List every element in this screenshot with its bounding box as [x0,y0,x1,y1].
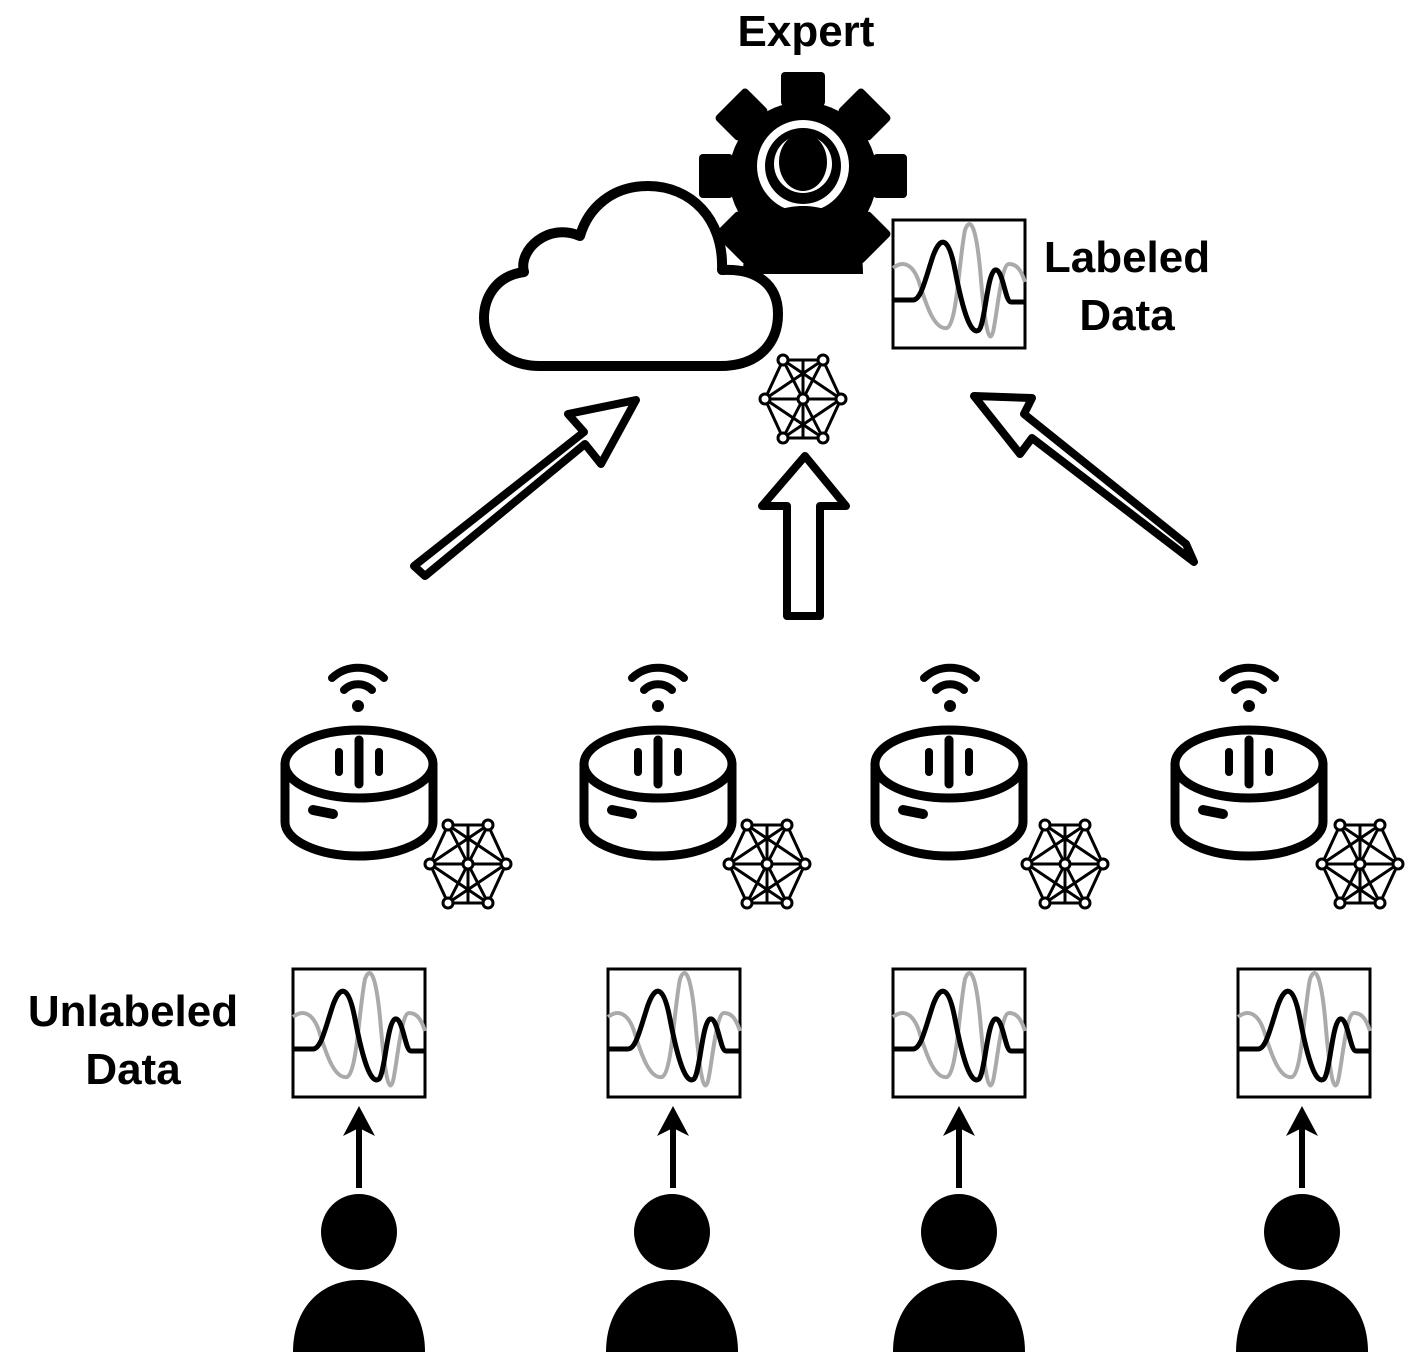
labeled-data-label-line2: Data [1079,291,1175,340]
upload-arrow-center [758,452,850,620]
global-model-icon [758,353,848,445]
data-arrow [657,1106,689,1188]
person-icon [1236,1194,1368,1352]
expert-label: Expert [738,7,875,56]
person-icon [893,1194,1025,1352]
smart-speaker-icon [875,730,1023,856]
data-arrow [343,1106,375,1188]
person-icon [293,1194,425,1352]
local-model-icon [1315,818,1405,910]
unlabeled-signal-icon [893,969,1025,1097]
unlabeled-data-label-line2: Data [85,1045,181,1094]
wifi-icon [632,668,684,712]
upload-arrow-left [410,396,640,580]
unlabeled-signal-icon [608,969,740,1097]
person-icon [606,1194,738,1352]
wifi-icon [332,668,384,712]
smart-speaker-icon [285,730,433,856]
smart-speaker-icon [584,730,732,856]
local-model-icon [722,818,812,910]
upload-arrow-right [970,392,1198,566]
unlabeled-data-label-line1: Unlabeled [28,987,238,1036]
unlabeled-signal-icon [1238,969,1370,1097]
data-arrow [1286,1106,1318,1188]
labeled-signal-icon [893,220,1025,348]
data-arrow [943,1106,975,1188]
cloud-icon [479,181,783,371]
wifi-icon [924,668,976,712]
wifi-icon [1223,668,1275,712]
labeled-data-label-line1: Labeled [1044,233,1210,282]
local-model-icon [423,818,513,910]
local-model-icon [1020,818,1110,910]
expert-gear-person-icon [699,72,907,274]
smart-speaker-icon [1175,730,1323,856]
unlabeled-signal-icon [293,969,425,1097]
